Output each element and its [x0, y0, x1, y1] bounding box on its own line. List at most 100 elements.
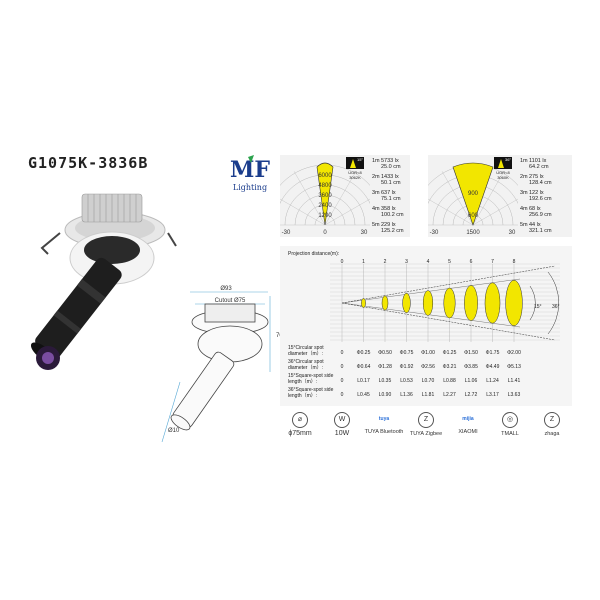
- row-value: 0: [341, 392, 344, 398]
- axis-label: 30: [361, 230, 368, 236]
- row-value: L0.35: [379, 378, 392, 384]
- row-value: L0.90: [379, 392, 392, 398]
- tmall-icon: ◎: [502, 412, 518, 428]
- ring-label: 1200: [318, 213, 332, 219]
- lux-value: 68 lx: [529, 206, 541, 212]
- spot-diameter: 100.2 cm: [381, 212, 404, 218]
- distance-tick: 7: [491, 259, 494, 265]
- feature-item: Z TUYA Zigbee: [406, 412, 446, 437]
- axis-label: 0: [323, 230, 327, 236]
- tuya-zigbee-icon: Z: [418, 412, 434, 428]
- lux-value: 637 lx: [381, 190, 396, 196]
- spot-ellipse: [381, 295, 389, 311]
- feature-label: TUYA Zigbee: [409, 431, 443, 437]
- axis-label: -30: [430, 230, 439, 236]
- ring-label: 6000: [318, 173, 332, 179]
- diameter-icon: ⌀: [292, 412, 308, 428]
- product-photo: [20, 178, 180, 398]
- badge-line: UGR<8: [348, 170, 362, 175]
- lux-value: 229 lx: [381, 222, 396, 228]
- beam-icon: [350, 159, 356, 168]
- lux-distance: 3m: [372, 190, 380, 196]
- spot-ellipse: [505, 279, 523, 327]
- row-value: 0: [341, 364, 344, 370]
- logo-subtitle: Lighting: [232, 183, 268, 192]
- dim-height: 70: [276, 333, 283, 339]
- row-value: Φ0.75: [400, 350, 414, 356]
- feature-label: XIAOMI: [458, 429, 478, 435]
- spot-ellipse: [402, 292, 411, 314]
- lux-distance: 4m: [372, 206, 380, 212]
- beam-icon: [498, 159, 504, 168]
- lux-distance: 4m: [520, 206, 528, 212]
- row-value: L2.72: [465, 392, 478, 398]
- lux-distance: 2m: [372, 174, 380, 180]
- row-value: 0: [341, 350, 344, 356]
- spot-ellipse: [464, 285, 478, 321]
- spot-diameter: 128.4 cm: [529, 180, 552, 186]
- row-value: 0: [341, 378, 344, 384]
- feature-label: TMALL: [501, 431, 519, 437]
- feature-label: TUYA Bluetooth: [364, 429, 404, 435]
- lux-distance: 5m: [372, 222, 380, 228]
- row-value: Φ1.00: [421, 350, 435, 356]
- row-value: Φ1.92: [400, 364, 414, 370]
- dim-lens: Ø10: [168, 428, 180, 434]
- mf-logo-icon: MF: [230, 155, 270, 183]
- badge-line: UGR<8: [496, 170, 510, 175]
- spot-ellipse: [484, 282, 501, 324]
- distance-tick: 5: [448, 259, 451, 265]
- row-value: Φ0.25: [357, 350, 371, 356]
- ring-label: 900: [468, 191, 479, 197]
- angle-badge: 15°: [357, 157, 363, 162]
- ring-label: 600: [468, 213, 479, 219]
- axis-label: -30: [282, 230, 291, 236]
- row-value: Φ1.50: [464, 350, 478, 356]
- feature-label: zhaga: [544, 431, 560, 437]
- spot-diameter: 50.1 cm: [381, 180, 401, 186]
- lux-value: 358 lx: [381, 206, 396, 212]
- xiaomi-icon: mijia: [462, 416, 474, 422]
- ring-label: 4800: [318, 183, 332, 189]
- lux-value: 1101 lx: [529, 158, 547, 164]
- row-value: L0.70: [422, 378, 435, 384]
- row-value: Φ3.85: [464, 364, 478, 370]
- lux-distance: 3m: [520, 190, 528, 196]
- ring-label: 2400: [318, 203, 332, 209]
- feature-label: ϕ75mm: [288, 430, 312, 437]
- zhaga-icon: Z: [544, 412, 560, 428]
- spot-diameter: 192.6 cm: [529, 196, 552, 202]
- angle-narrow-label: 15°: [534, 304, 542, 310]
- product-model-title: G1075K-3836B: [28, 154, 149, 172]
- feature-label: 10W: [334, 430, 350, 437]
- row-value: L1.81: [422, 392, 435, 398]
- row-value: Φ0.50: [378, 350, 392, 356]
- ring-label: 3600: [318, 193, 332, 199]
- axis-label: 1500: [466, 230, 480, 236]
- row-value: Φ2.00: [507, 350, 521, 356]
- row-value: L0.88: [443, 378, 456, 384]
- row-value: Φ0.64: [357, 364, 371, 370]
- axis-label: 30: [509, 230, 516, 236]
- row-value: L3.63: [508, 392, 521, 398]
- lux-value: 122 lx: [529, 190, 544, 196]
- spot-ellipse: [422, 290, 434, 316]
- badge-line: 3062K: [349, 175, 361, 180]
- spot-diameter: 25.0 cm: [381, 164, 401, 170]
- row-value: Φ1.28: [378, 364, 392, 370]
- distance-tick: 0: [341, 259, 344, 265]
